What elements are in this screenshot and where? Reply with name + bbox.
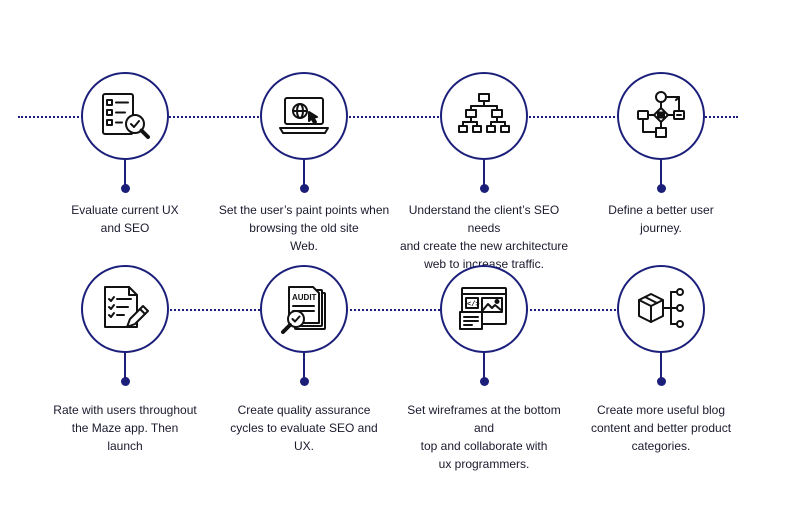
- step-5-label: Rate with users throughout the Maze app.…: [37, 401, 213, 455]
- step-1-dot: [120, 184, 130, 193]
- box-network-icon: [638, 288, 684, 328]
- step-2-stem: [303, 160, 305, 186]
- step-4-stem: [660, 160, 662, 186]
- document-pen-icon: [104, 286, 149, 328]
- step-5-stem: [124, 353, 126, 379]
- step-3-line-1: Understand the client’s SEO needs: [408, 203, 560, 235]
- step-1-stem: [124, 160, 126, 186]
- step-4-line-1: Define a better user: [608, 203, 714, 217]
- step-5-dot: [120, 377, 130, 386]
- step-4-line-2: journey.: [640, 221, 682, 235]
- row-2-connector: [170, 309, 620, 311]
- step-6-line-2: cycles to evaluate SEO and: [230, 421, 378, 435]
- svg-text:AUDIT: AUDIT: [292, 293, 317, 302]
- step-7-line-3: ux programmers.: [438, 457, 530, 471]
- step-6-line-1: Create quality assurance: [237, 403, 371, 417]
- step-1-line-1: Evaluate current UX: [71, 203, 179, 217]
- step-8-label: Create more useful blog content and bett…: [573, 401, 749, 455]
- step-1-line-2: and SEO: [100, 221, 150, 235]
- step-3-circle: [440, 72, 528, 160]
- step-3-stem: [483, 160, 485, 186]
- step-4-label: Define a better user journey.: [573, 201, 749, 237]
- step-8-line-2: content and better product: [590, 421, 732, 435]
- step-2-line-1: Set the user’s paint points when: [218, 203, 390, 217]
- step-8-line-1: Create more useful blog: [596, 403, 726, 417]
- step-5-line-1: Rate with users throughout: [53, 403, 197, 417]
- step-2-line-2: browsing the old site: [249, 221, 359, 235]
- step-5-circle: [81, 265, 169, 353]
- step-3-line-2: and create the new architecture: [399, 239, 569, 253]
- step-3-label: Understand the client’s SEO needs and cr…: [396, 201, 572, 273]
- step-6-stem: [303, 353, 305, 379]
- step-8-line-3: categories.: [631, 439, 691, 453]
- step-1-label: Evaluate current UX and SEO: [37, 201, 213, 237]
- step-4-dot: [656, 184, 666, 193]
- step-1-circle: [81, 72, 169, 160]
- step-7-line-2: top and collaborate with: [420, 439, 548, 453]
- step-3-dot: [479, 184, 489, 193]
- step-2-label: Set the user’s paint points when browsin…: [216, 201, 392, 255]
- step-4-circle: [617, 72, 705, 160]
- step-8-dot: [656, 377, 666, 386]
- step-6-label: Create quality assurance cycles to evalu…: [216, 401, 392, 455]
- step-7-circle: </>: [440, 265, 528, 353]
- audit-documents-icon: AUDIT: [281, 286, 326, 334]
- step-2-line-3: Web.: [290, 239, 318, 253]
- step-8-stem: [660, 353, 662, 379]
- step-6-dot: [299, 377, 309, 386]
- sitemap-hierarchy-icon: [458, 93, 510, 133]
- step-5-line-2: the Maze app. Then: [71, 421, 179, 435]
- step-7-stem: [483, 353, 485, 379]
- step-7-dot: [479, 377, 489, 386]
- step-6-line-3: UX.: [293, 439, 314, 453]
- laptop-globe-icon: [279, 97, 329, 134]
- step-2-dot: [299, 184, 309, 193]
- flowchart-icon: [637, 91, 685, 138]
- checklist-magnifier-icon: [102, 93, 150, 139]
- svg-text:</>: </>: [467, 301, 480, 309]
- step-8-circle: [617, 265, 705, 353]
- wireframe-browser-icon: </>: [459, 287, 507, 330]
- row-1-connector: [18, 116, 738, 118]
- step-3-line-3: web to increase traffic.: [424, 257, 544, 271]
- step-7-label: Set wireframes at the bottom and top and…: [396, 401, 572, 473]
- step-2-circle: [260, 72, 348, 160]
- step-7-line-1: Set wireframes at the bottom and: [407, 403, 561, 435]
- step-5-line-3: launch: [107, 439, 143, 453]
- step-6-circle: AUDIT: [260, 265, 348, 353]
